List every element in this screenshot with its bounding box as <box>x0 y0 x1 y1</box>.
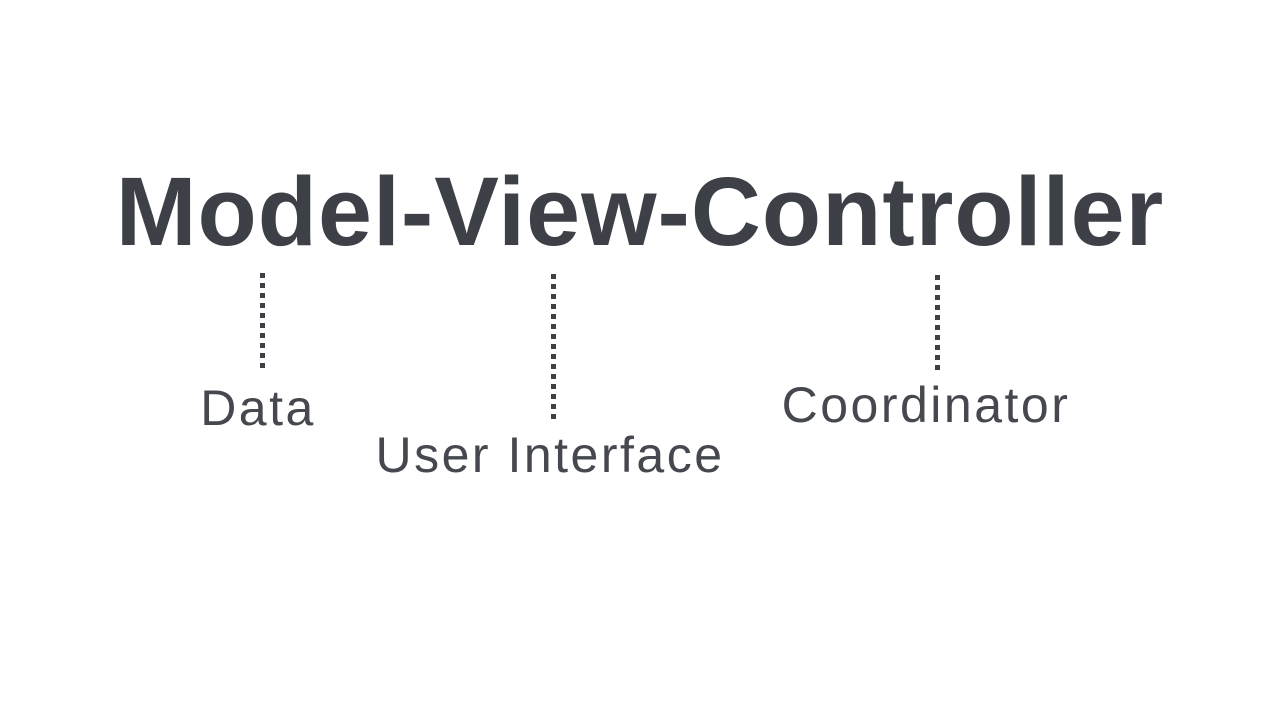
annotation-model-data: Data <box>200 380 316 436</box>
dotted-connector-model <box>260 273 265 368</box>
annotation-view-user-interface: User Interface <box>375 427 725 483</box>
dotted-connector-view <box>551 274 556 419</box>
annotation-controller-coordinator: Coordinator <box>781 377 1071 433</box>
diagram-title: Model-View-Controller <box>115 157 1165 266</box>
dotted-connector-controller <box>935 275 940 370</box>
